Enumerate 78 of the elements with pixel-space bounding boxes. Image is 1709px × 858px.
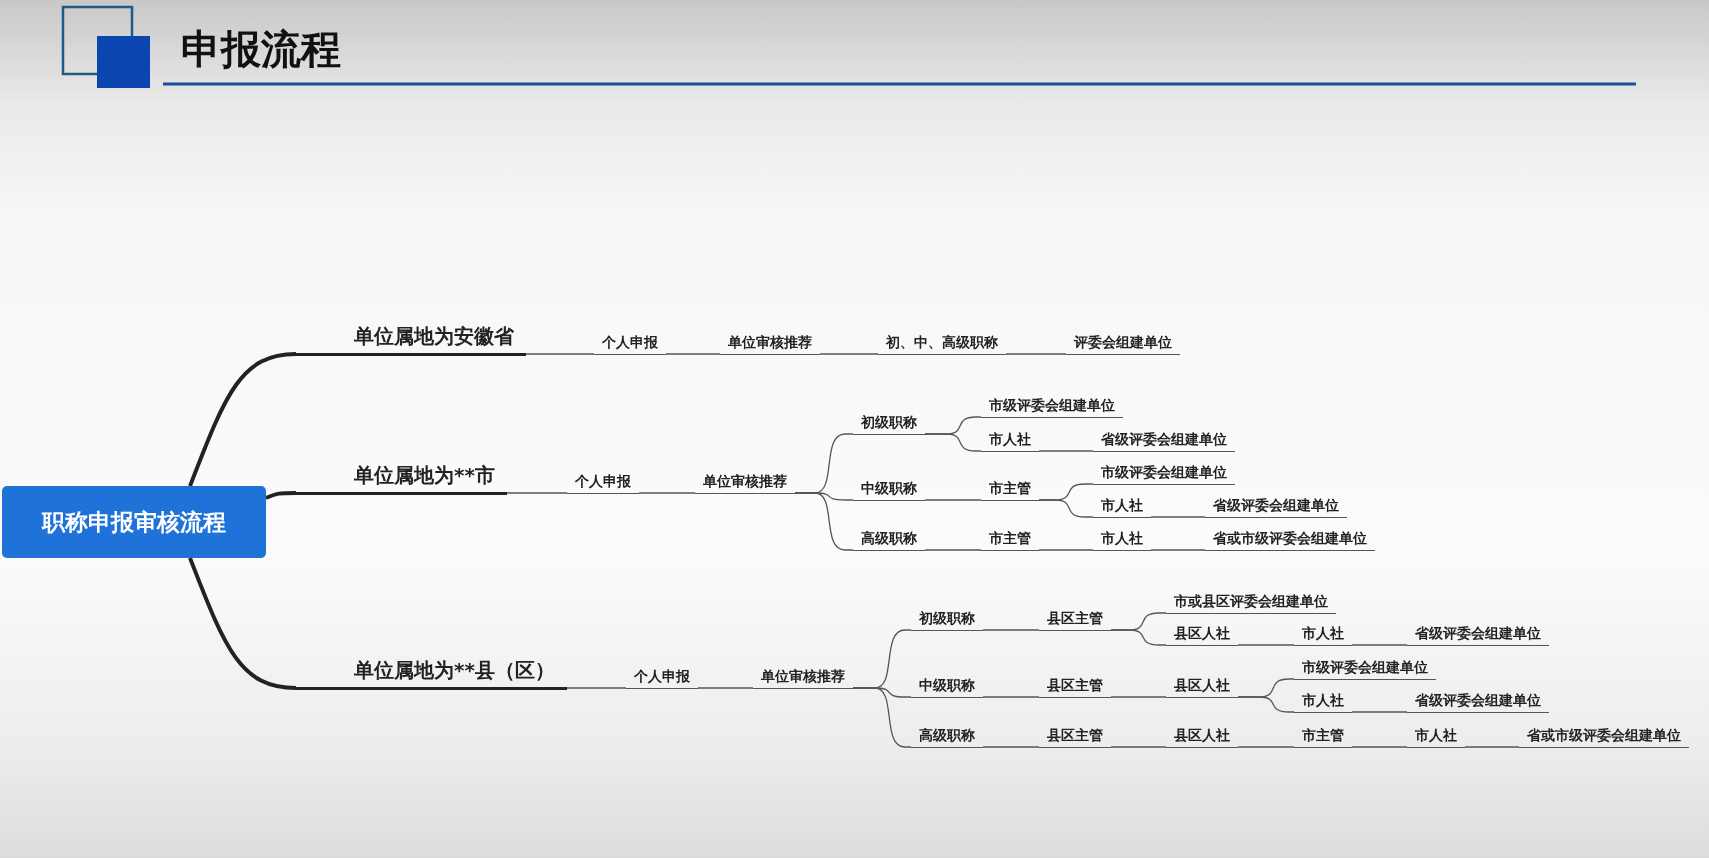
connector-line	[1351, 711, 1408, 713]
connector-line	[924, 433, 982, 452]
connector-line	[1351, 644, 1408, 646]
topic-label: 市人社	[1407, 725, 1465, 748]
connector-line	[1237, 696, 1295, 713]
connector-line	[1464, 746, 1520, 748]
connector-line	[525, 353, 595, 355]
connector-line	[1150, 516, 1206, 518]
topic-label: 市人社	[981, 429, 1039, 452]
connector-line	[924, 499, 982, 501]
connector-line	[566, 687, 627, 689]
connector-line	[1038, 549, 1094, 551]
topic-label: 高级职称	[853, 528, 925, 551]
connector-line	[1110, 696, 1167, 698]
topic-label: 省或市级评委会组建单位	[1205, 528, 1375, 551]
topic-label: 市主管	[1294, 725, 1352, 748]
topic-label: 省或市级评委会组建单位	[1519, 725, 1689, 748]
topic-label: 个人申报	[594, 332, 666, 355]
branch-label: 单位属地为**市	[296, 462, 507, 495]
connector-line	[1237, 746, 1295, 748]
topic-label: 市主管	[981, 478, 1039, 501]
topic-label: 个人申报	[567, 471, 639, 494]
topic-label: 市人社	[1294, 623, 1352, 646]
topic-label: 县区人社	[1166, 675, 1238, 698]
topic-label: 省级评委会组建单位	[1093, 429, 1235, 452]
topic-label: 高级职称	[911, 725, 983, 748]
page-title: 申报流程	[181, 25, 341, 74]
connector-line	[506, 492, 568, 494]
connector-line	[1110, 746, 1167, 748]
topic-label: 县区主管	[1039, 608, 1111, 631]
topic-label: 县区主管	[1039, 725, 1111, 748]
connector-line	[1237, 644, 1295, 646]
connector-line	[1038, 499, 1094, 518]
topic-label: 个人申报	[626, 666, 698, 689]
topic-label: 初级职称	[911, 608, 983, 631]
connector-line	[1351, 746, 1408, 748]
connector-line	[982, 696, 1040, 698]
topic-label: 初、中、高级职称	[878, 332, 1006, 355]
topic-label: 初级职称	[853, 412, 925, 435]
topic-label: 县区主管	[1039, 675, 1111, 698]
topic-label: 单位审核推荐	[695, 471, 795, 494]
topic-label: 市级评委会组建单位	[1294, 657, 1436, 680]
connector-line	[638, 492, 696, 494]
connector-line	[794, 492, 854, 551]
topic-label: 中级职称	[853, 478, 925, 501]
topic-label: 县区人社	[1166, 623, 1238, 646]
topic-label: 单位审核推荐	[720, 332, 820, 355]
topic-label: 市或县区评委会组建单位	[1166, 591, 1336, 614]
topic-label: 市主管	[981, 528, 1039, 551]
connector-line	[982, 746, 1040, 748]
branch-label: 单位属地为**县（区）	[296, 657, 567, 690]
connector-line	[924, 549, 982, 551]
topic-label: 市人社	[1294, 690, 1352, 713]
branch-label: 单位属地为安徽省	[296, 323, 526, 356]
topic-label: 评委会组建单位	[1066, 332, 1180, 355]
topic-label: 市级评委会组建单位	[981, 395, 1123, 418]
connector-line	[819, 353, 879, 355]
connector-line	[665, 353, 721, 355]
connector-line	[1110, 629, 1167, 646]
topic-label: 中级职称	[911, 675, 983, 698]
topic-label: 单位审核推荐	[753, 666, 853, 689]
connector-line	[188, 352, 297, 487]
connector-line	[852, 687, 912, 748]
topic-label: 县区人社	[1166, 725, 1238, 748]
connector-line	[265, 491, 296, 500]
topic-label: 市人社	[1093, 495, 1151, 518]
topic-label: 省级评委会组建单位	[1407, 690, 1549, 713]
connector-line	[1150, 549, 1206, 551]
central-topic-box: 职称申报审核流程	[2, 486, 266, 558]
connector-line	[1038, 450, 1094, 452]
topic-label: 省级评委会组建单位	[1205, 495, 1347, 518]
topic-label: 省级评委会组建单位	[1407, 623, 1549, 646]
topic-label: 市人社	[1093, 528, 1151, 551]
connector-line	[982, 629, 1040, 631]
topic-label: 市级评委会组建单位	[1093, 462, 1235, 485]
connector-line	[1005, 353, 1067, 355]
connector-line	[697, 687, 754, 689]
connector-line	[188, 557, 297, 690]
